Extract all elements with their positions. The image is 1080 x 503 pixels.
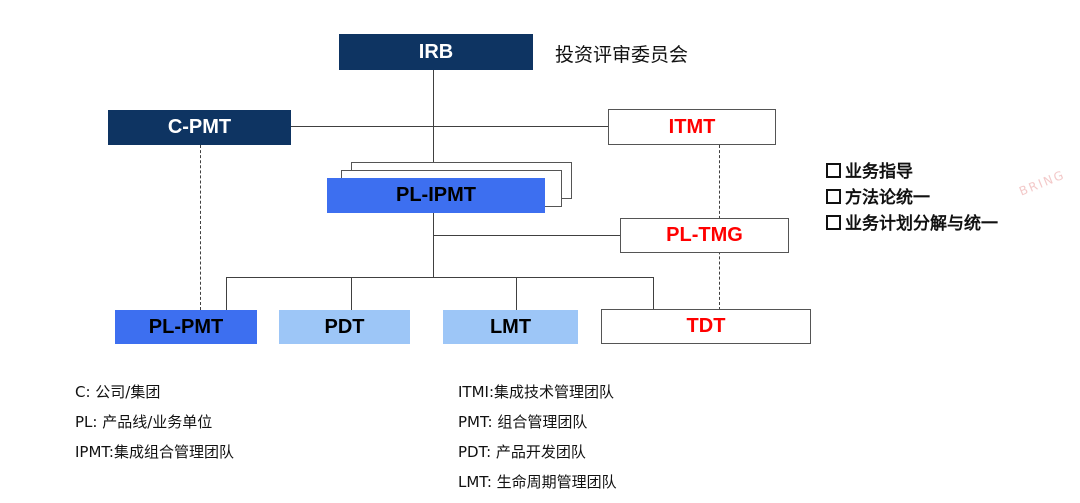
checkbox-square-icon [826, 215, 841, 230]
legend-left-item: PL: 产品线/业务单位 [75, 413, 213, 431]
legend-right-item: PDT: 产品开发团队 [458, 443, 586, 461]
pltmg-connector [433, 235, 620, 236]
pdt-box: PDT [279, 310, 410, 344]
plpmt-drop [226, 277, 227, 310]
side-note-guidance: 业务指导 [826, 157, 913, 182]
itmt-box: ITMT [608, 109, 776, 145]
lmt-drop [516, 277, 517, 310]
irb-connector [433, 70, 434, 177]
cpmt-box: C-PMT [108, 110, 291, 145]
watermark: BRING [1017, 167, 1068, 199]
pl-ipmt-box: PL-IPMT [327, 178, 545, 213]
side-note-methodology: 方法论统一 [826, 183, 930, 208]
cpmt-dashed-link [200, 145, 201, 310]
tdt-box: TDT [601, 309, 811, 344]
pl-tmg-box: PL-TMG [620, 218, 789, 253]
legend-left-item: IPMT:集成组合管理团队 [75, 443, 234, 461]
lmt-box: LMT [443, 310, 578, 344]
ipmt-down-connector [433, 213, 434, 277]
irb-description: 投资评审委员会 [555, 44, 689, 66]
cpmt-itmt-connector [291, 126, 608, 127]
team-bus-connector [226, 277, 653, 278]
irb-box: IRB [339, 34, 533, 70]
checkbox-square-icon [826, 163, 841, 178]
checkbox-square-icon [826, 189, 841, 204]
side-note-planning: 业务计划分解与统一 [826, 209, 998, 234]
legend-right-item: LMT: 生命周期管理团队 [458, 473, 617, 491]
pl-pmt-box: PL-PMT [115, 310, 257, 344]
tdt-drop [653, 277, 654, 310]
legend-right-item: ITMI:集成技术管理团队 [458, 383, 615, 401]
legend-left-item: C: 公司/集团 [75, 383, 161, 401]
pdt-drop [351, 277, 352, 310]
legend-right-item: PMT: 组合管理团队 [458, 413, 588, 431]
